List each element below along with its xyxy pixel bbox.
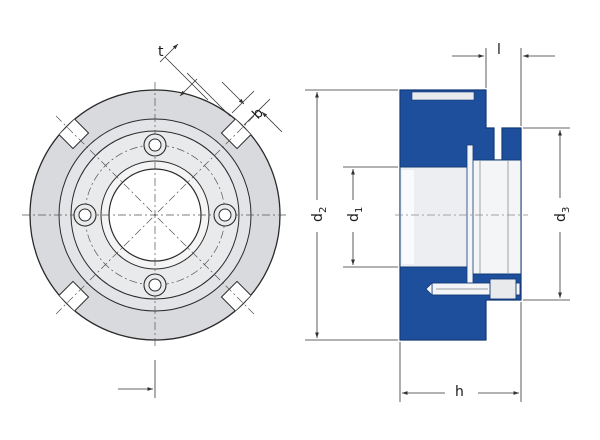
svg-text:d: d bbox=[346, 213, 362, 222]
top-chamfer bbox=[411, 91, 475, 101]
side-section-view bbox=[395, 89, 528, 341]
bore-front bbox=[469, 159, 522, 275]
center-lines bbox=[22, 82, 288, 348]
dim-h bbox=[399, 302, 522, 402]
svg-text:d: d bbox=[553, 213, 569, 222]
dim-d3 bbox=[523, 127, 570, 301]
screw-holes bbox=[73, 133, 237, 297]
front-view: t b bbox=[22, 43, 288, 398]
dim-l bbox=[452, 48, 555, 126]
pin-slot bbox=[466, 144, 474, 296]
screw-hole-left bbox=[73, 203, 97, 227]
dim-t bbox=[159, 43, 231, 117]
label-t: t bbox=[158, 44, 164, 60]
dim-d2 bbox=[305, 89, 398, 341]
label-d1: d 1 bbox=[346, 207, 365, 222]
label-d2: d 2 bbox=[310, 207, 329, 222]
svg-text:1: 1 bbox=[354, 207, 365, 213]
label-h: h bbox=[455, 384, 464, 400]
bore-grooves bbox=[479, 160, 509, 274]
label-b: b bbox=[249, 105, 267, 123]
svg-text:3: 3 bbox=[561, 207, 572, 213]
svg-text:d: d bbox=[310, 213, 326, 222]
svg-text:2: 2 bbox=[318, 207, 329, 213]
dim-b bbox=[221, 81, 283, 133]
label-d3: d 3 bbox=[553, 207, 572, 222]
cross-pin bbox=[425, 278, 521, 300]
bore-highlight bbox=[402, 170, 414, 264]
dim-bottom-offset bbox=[118, 360, 156, 398]
label-l: l bbox=[497, 42, 501, 58]
screw-hole-bottom bbox=[143, 273, 167, 297]
screw-hole-right bbox=[213, 203, 237, 227]
dim-d1 bbox=[343, 166, 398, 268]
screw-hole-top bbox=[143, 133, 167, 157]
